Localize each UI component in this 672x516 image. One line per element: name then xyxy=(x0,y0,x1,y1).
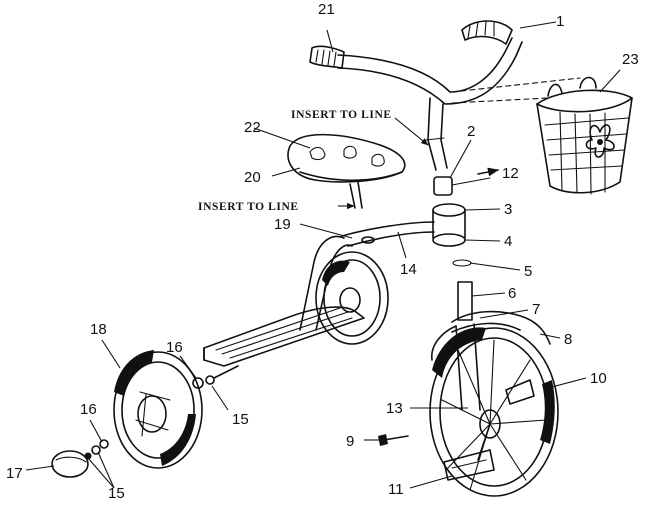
hubcap-hardware xyxy=(51,439,109,478)
insert-to-line-note-handlebar: INSERT TO LINE xyxy=(291,109,392,121)
callout-11: 11 xyxy=(388,481,404,498)
callout-17: 17 xyxy=(6,465,23,482)
handlebar xyxy=(309,20,581,171)
callout-10: 10 xyxy=(590,370,607,387)
callout-22: 22 xyxy=(244,119,261,136)
basket xyxy=(536,76,633,195)
leader-lines xyxy=(25,21,621,489)
callout-5: 5 xyxy=(524,263,532,280)
callout-15-right: 15 xyxy=(232,411,249,428)
callout-1: 1 xyxy=(556,13,564,30)
frame xyxy=(203,221,435,367)
callout-21: 21 xyxy=(318,1,335,18)
axle-bolt xyxy=(378,434,409,446)
callout-4: 4 xyxy=(504,233,512,250)
callout-16-right: 16 xyxy=(166,339,183,356)
rear-wheel-left xyxy=(113,350,203,469)
callout-20: 20 xyxy=(244,169,261,186)
rear-wheel-right xyxy=(315,251,389,345)
callout-2: 2 xyxy=(467,123,475,140)
callout-16-left: 16 xyxy=(80,401,97,418)
front-wheel xyxy=(429,327,559,497)
callout-13: 13 xyxy=(386,400,403,417)
head-tube xyxy=(432,203,473,321)
seat xyxy=(287,133,406,210)
callout-9: 9 xyxy=(346,433,354,450)
callout-19: 19 xyxy=(274,216,291,233)
callout-7: 7 xyxy=(532,301,540,318)
callout-15-left: 15 xyxy=(108,485,125,502)
stem-clamp xyxy=(433,167,500,196)
callout-18: 18 xyxy=(90,321,107,338)
callout-8: 8 xyxy=(564,331,572,348)
axle-hardware-right xyxy=(192,365,239,389)
callout-6: 6 xyxy=(508,285,516,302)
callout-12: 12 xyxy=(502,165,519,182)
callout-14: 14 xyxy=(400,261,417,278)
callout-23: 23 xyxy=(622,51,639,68)
callout-3: 3 xyxy=(504,201,512,218)
insert-to-line-note-seat: INSERT TO LINE xyxy=(198,201,299,213)
